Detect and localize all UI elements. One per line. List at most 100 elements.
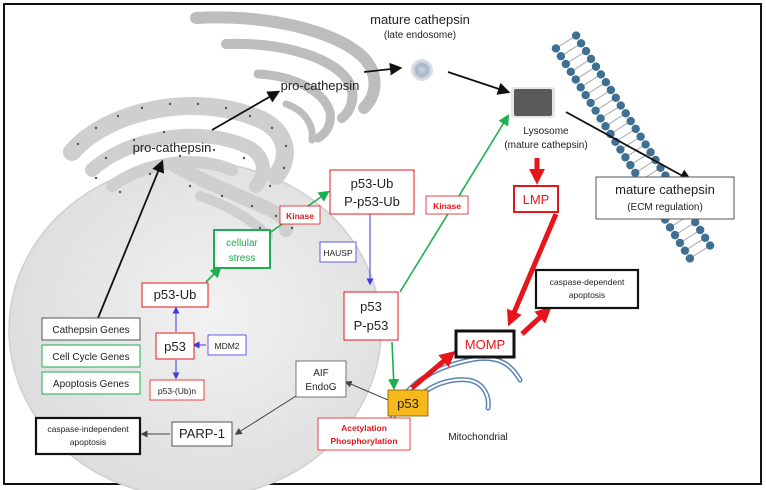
lipid-head xyxy=(566,67,575,76)
svg-text:EndoG: EndoG xyxy=(305,382,336,393)
p53-phospho-box: p53 P-p53 xyxy=(343,291,399,341)
acetylation-phosphorylation-box: Acetylation Phosphorylation xyxy=(317,417,411,451)
lipid-head xyxy=(626,160,635,170)
lipid-head xyxy=(576,39,586,48)
svg-text:p53: p53 xyxy=(397,396,419,411)
svg-text:p53: p53 xyxy=(360,299,382,314)
svg-text:caspase-independent: caspase-independent xyxy=(47,424,129,434)
lipid-head xyxy=(601,122,610,131)
lipid-head xyxy=(561,59,571,69)
lmp-box: LMP xyxy=(513,185,559,213)
kinase-right-box: Kinase xyxy=(425,195,469,215)
arrow-lmp-to-momp xyxy=(507,213,559,327)
mdm2-box: MDM2 xyxy=(207,334,247,356)
lipid-head xyxy=(616,145,625,154)
lipid-head xyxy=(581,90,590,100)
lipid-head xyxy=(591,62,601,71)
svg-text:MDM2: MDM2 xyxy=(214,341,239,351)
arrow-p53-to-p53-mito xyxy=(388,341,400,391)
kinase-left-box: Kinase xyxy=(279,205,321,225)
pro-cathepsin-golgi-label: pro-cathepsin xyxy=(281,78,360,93)
arrow-genes-to-pro-cathepsin xyxy=(97,159,165,319)
cathepsin-genes-box: Cathepsin Genes xyxy=(41,317,141,341)
lipid-head xyxy=(571,75,580,84)
late-endosome-label: (late endosome) xyxy=(384,30,456,41)
lipid-head xyxy=(621,109,630,118)
lipid-head xyxy=(586,98,595,108)
parp1-box: PARP-1 xyxy=(171,421,233,447)
svg-text:apoptosis: apoptosis xyxy=(569,290,605,300)
lipid-head xyxy=(601,78,611,87)
lipid-head xyxy=(685,254,695,263)
lipid-head xyxy=(705,241,715,250)
svg-text:P-p53-Ub: P-p53-Ub xyxy=(344,194,400,209)
p53-ub-nucleus-box: p53-Ub xyxy=(141,282,209,308)
svg-text:Acetylation: Acetylation xyxy=(341,423,387,433)
svg-text:caspase-dependent: caspase-dependent xyxy=(550,277,625,287)
svg-text:PARP-1: PARP-1 xyxy=(179,426,225,441)
lipid-head xyxy=(636,132,645,141)
svg-text:Kinase: Kinase xyxy=(433,201,461,211)
p53-nucleus-box: p53 xyxy=(155,332,195,360)
svg-text:LMP: LMP xyxy=(523,192,550,207)
cell-cycle-genes-box: Cell Cycle Genes xyxy=(41,344,141,368)
aif-endog-box: AIF EndoG xyxy=(295,360,347,398)
arrow-endosome-to-lysosome xyxy=(447,71,511,95)
lipid-head xyxy=(596,114,605,123)
lipid-head xyxy=(616,101,625,110)
svg-text:Apoptosis Genes: Apoptosis Genes xyxy=(53,379,129,390)
lipid-head xyxy=(596,70,606,79)
lipid-head xyxy=(646,148,655,157)
svg-text:P-p53: P-p53 xyxy=(354,318,389,333)
svg-text:cellular: cellular xyxy=(226,238,258,249)
caspase-independent-apoptosis-box: caspase-independent apoptosis xyxy=(34,416,142,456)
svg-text:stress: stress xyxy=(229,253,256,264)
arrow-p53-to-aif xyxy=(344,380,389,401)
lipid-head xyxy=(675,238,685,248)
lipid-head xyxy=(680,246,690,255)
momp-box: MOMP xyxy=(454,329,516,359)
cellular-stress-box: cellular stress xyxy=(213,229,271,269)
lipid-head xyxy=(700,233,710,242)
lipid-head xyxy=(591,106,600,115)
lipid-head xyxy=(576,83,585,92)
lipid-head xyxy=(670,230,680,240)
svg-text:Cell Cycle Genes: Cell Cycle Genes xyxy=(52,352,129,363)
svg-text:(ECM regulation): (ECM regulation) xyxy=(627,202,703,213)
svg-text:AIF: AIF xyxy=(313,368,329,379)
mature-cathepsin-top-label: mature cathepsin xyxy=(370,12,470,27)
p53-ub-phospho-box: p53-Ub P-p53-Ub xyxy=(329,169,415,215)
svg-text:apoptosis: apoptosis xyxy=(70,437,106,447)
mitochondrial-label: Mitochondrial xyxy=(448,432,507,443)
caspase-dependent-apoptosis-box: caspase-dependent apoptosis xyxy=(534,268,640,310)
svg-text:Cathepsin Genes: Cathepsin Genes xyxy=(52,325,129,336)
svg-text:p53-Ub: p53-Ub xyxy=(351,176,394,191)
apoptosis-genes-box: Apoptosis Genes xyxy=(41,371,141,395)
golgi-apparatus xyxy=(190,11,381,144)
lipid-head xyxy=(556,52,566,61)
svg-text:p53: p53 xyxy=(164,339,186,354)
svg-text:Phosphorylation: Phosphorylation xyxy=(330,436,397,446)
arrow-aif-to-parp1 xyxy=(234,395,297,435)
lysosome xyxy=(511,87,555,118)
er-ribosomes xyxy=(76,102,294,230)
lipid-head xyxy=(641,140,650,149)
hausp-box: HAUSP xyxy=(319,241,357,263)
p53-ubn-box: p53-(Ub)n xyxy=(149,379,205,401)
p53-mitochondrial-box: p53 xyxy=(387,389,429,417)
arrow-golgi-to-endosome xyxy=(363,62,403,76)
arrow-lysosome-to-ecm xyxy=(565,111,693,182)
lipid-head xyxy=(581,46,591,56)
lipid-head xyxy=(691,218,700,227)
late-endosome-vesicle xyxy=(411,59,433,81)
lipid-head xyxy=(631,168,640,178)
arrow-p53ub-to-cellular-stress xyxy=(205,266,222,283)
lipid-head xyxy=(631,124,640,134)
lipid-head xyxy=(621,153,630,162)
svg-text:p53-Ub: p53-Ub xyxy=(154,287,197,302)
lysosome-content-label: (mature cathepsin) xyxy=(504,140,587,151)
lipid-head xyxy=(611,93,621,102)
svg-text:MOMP: MOMP xyxy=(465,337,505,352)
lipid-head xyxy=(551,44,561,53)
